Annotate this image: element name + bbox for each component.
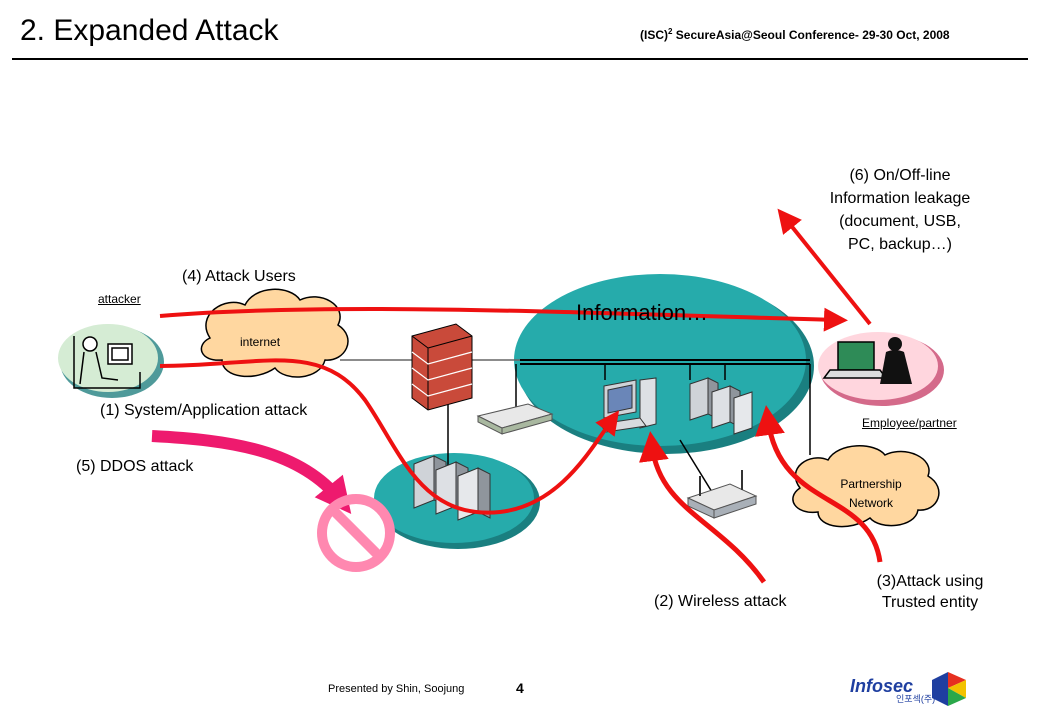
leakage-label: (6) On/Off-line Information leakage (doc…	[810, 164, 990, 256]
prohibit-icon	[317, 494, 395, 572]
conference-header: (ISC)2 SecureAsia@Seoul Conference- 29-3…	[640, 27, 950, 42]
system-attack-arrow	[159, 358, 620, 515]
title-rule	[12, 58, 1028, 60]
partnership-label: Partnership Network	[826, 475, 916, 513]
wireless-attack-label: (2) Wireless attack	[654, 593, 787, 610]
conference-prefix: (ISC)	[640, 28, 668, 42]
employee-node	[818, 332, 944, 406]
leakage-arrow	[777, 208, 872, 326]
dmz-servers-icon	[413, 455, 491, 521]
page-title: 2. Expanded Attack	[20, 14, 279, 47]
conference-superscript: 2	[668, 27, 673, 36]
trusted-attack-label: (3)Attack using Trusted entity	[850, 571, 1010, 613]
attack-users-arrow	[159, 307, 848, 332]
presenter-credit: Presented by Shin, Soojung	[328, 683, 465, 695]
ddos-arrow	[151, 430, 352, 515]
leakage-line-4: PC, backup…)	[847, 236, 953, 253]
infosec-logo-korean: 인포섹(주)	[896, 694, 936, 704]
trusted-line-1: (3)Attack using	[876, 573, 984, 590]
infosec-logo-mark	[932, 672, 966, 706]
information-servers-icon	[689, 377, 753, 435]
wireless-attack-arrow	[638, 431, 767, 584]
leakage-line-3: (document, USB,	[839, 213, 961, 230]
desktop-pc-icon	[599, 377, 657, 433]
attack-users-label: (4) Attack Users	[182, 268, 296, 285]
employee-laptop-icon	[822, 337, 912, 384]
leakage-line-1: (6) On/Off-line	[849, 167, 951, 184]
internet-label: internet	[240, 335, 281, 349]
infosec-logo-text: Infosec	[850, 676, 914, 696]
partnership-line-1: Partnership	[840, 477, 902, 491]
system-attack-label: (1) System/Application attack	[100, 402, 308, 419]
network-links	[340, 359, 811, 493]
trusted-attack-arrow	[755, 405, 883, 563]
ddos-attack-label: (5) DDOS attack	[76, 458, 194, 475]
page-number: 4	[516, 680, 524, 696]
attacker-computer-icon	[73, 336, 141, 389]
firewall-icon	[411, 323, 473, 411]
partnership-cloud	[792, 445, 940, 528]
attacker-label: attacker	[98, 292, 141, 306]
employee-label: Employee/partner	[862, 416, 957, 430]
partnership-line-2: Network	[848, 496, 893, 510]
information-label: Information…	[576, 300, 709, 325]
wireless-ap-icon	[686, 470, 758, 519]
leakage-line-2: Information leakage	[829, 190, 971, 207]
conference-text: SecureAsia@Seoul Conference- 29-30 Oct, …	[672, 28, 950, 42]
router-icon	[476, 403, 554, 435]
trusted-line-2: Trusted entity	[881, 594, 979, 611]
